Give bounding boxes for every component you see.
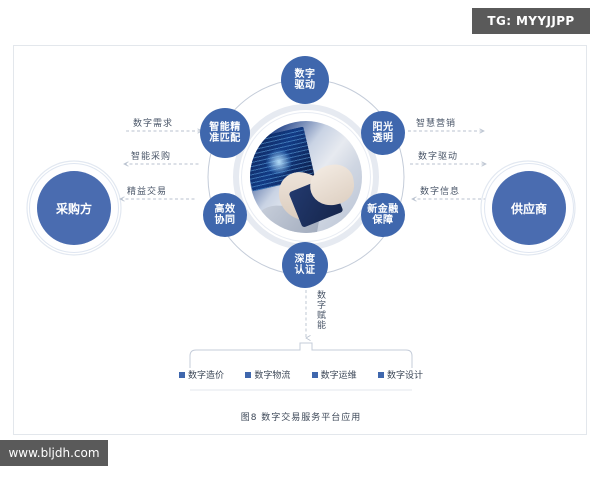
ring-node-efficient-collaboration: 高效 协同 bbox=[203, 193, 247, 237]
label-digital-empowerment: 数字赋能 bbox=[315, 290, 325, 330]
diagram-canvas: 采购方 供应商 数字 驱动 阳光 透明 新金融 保障 深度 认证 bbox=[14, 46, 588, 436]
flow-label-smart-marketing: 智慧营销 bbox=[416, 119, 457, 129]
legend-swatch-icon bbox=[179, 371, 185, 378]
watermark-bottom-left: www.bljdh.com bbox=[0, 440, 108, 466]
legend-item-label: 数字运维 bbox=[320, 371, 357, 381]
ring-node-smart-precise-matching: 智能精 准匹配 bbox=[200, 108, 250, 158]
ring-node-line1: 智能精 bbox=[209, 122, 241, 133]
watermark-top-right: TG: MYYJJPP bbox=[472, 8, 590, 34]
legend-item-digital-design: 数字设计 bbox=[377, 368, 423, 381]
ring-node-digital-drive: 数字 驱动 bbox=[281, 56, 329, 104]
legend-swatch-icon bbox=[377, 371, 384, 378]
legend-item-digital-operations: 数字运维 bbox=[311, 368, 357, 381]
ring-node-line1: 深度 bbox=[294, 254, 316, 265]
ring-node-line2: 驱动 bbox=[294, 80, 316, 91]
ring-node-line1: 阳光 bbox=[372, 122, 394, 133]
party-right-outer-ring bbox=[480, 160, 576, 256]
ring-node-line2: 透明 bbox=[372, 133, 394, 144]
flow-label-digital-information: 数字信息 bbox=[420, 187, 461, 197]
ring-node-new-finance-guarantee: 新金融 保障 bbox=[361, 193, 405, 237]
ring-node-sunshine-transparency: 阳光 透明 bbox=[361, 111, 405, 155]
legend-item-label: 数字造价 bbox=[188, 371, 225, 381]
flow-label-smart-procurement: 智能采购 bbox=[131, 152, 172, 162]
photo-screen-glow bbox=[266, 149, 292, 175]
ring-node-line2: 协同 bbox=[214, 215, 236, 226]
figure-caption: 图8 数字交易服务平台应用 bbox=[240, 413, 362, 423]
ring-node-line1: 新金融 bbox=[367, 204, 399, 215]
ring-node-line1: 高效 bbox=[214, 204, 236, 215]
legend: 数字造价 数字物流 数字运维 数字设计 bbox=[179, 368, 423, 381]
legend-item-digital-logistics: 数字物流 bbox=[245, 368, 290, 381]
party-left-outer-ring bbox=[26, 160, 122, 256]
legend-item-digital-cost: 数字造价 bbox=[179, 368, 224, 381]
legend-swatch-icon bbox=[245, 371, 252, 378]
figure-frame: 采购方 供应商 数字 驱动 阳光 透明 新金融 保障 深度 认证 bbox=[13, 45, 587, 435]
ring-node-deep-certification: 深度 认证 bbox=[282, 242, 328, 288]
flow-label-digital-demand: 数字需求 bbox=[133, 119, 174, 129]
party-circle-buyer: 采购方 bbox=[37, 171, 111, 245]
legend-swatch-icon bbox=[311, 371, 318, 378]
ring-node-line2: 保障 bbox=[372, 215, 394, 226]
legend-item-label: 数字设计 bbox=[386, 371, 423, 381]
flow-label-lean-transaction: 精益交易 bbox=[127, 187, 168, 197]
center-photo-laptop bbox=[250, 121, 362, 233]
ring-node-line2: 认证 bbox=[294, 265, 316, 276]
ring-node-line2: 准匹配 bbox=[209, 133, 241, 144]
flow-label-digital-drive: 数字驱动 bbox=[418, 152, 459, 162]
party-circle-supplier: 供应商 bbox=[492, 171, 566, 245]
legend-bracket bbox=[189, 342, 413, 368]
legend-item-label: 数字物流 bbox=[254, 371, 291, 381]
ring-node-line1: 数字 bbox=[294, 69, 316, 80]
